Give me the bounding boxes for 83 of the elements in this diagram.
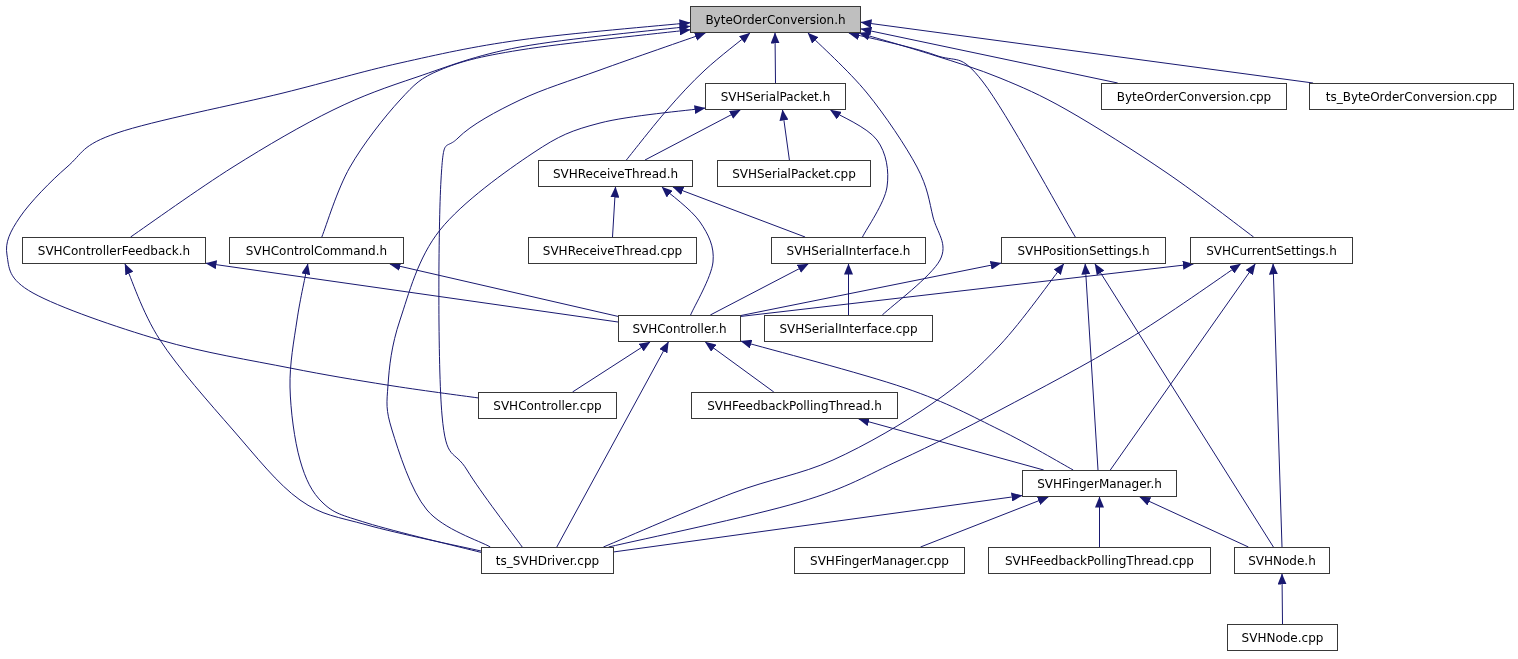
file-name: SVHSerialPacket.h (720, 89, 831, 104)
file-name: SVHNode.cpp (1241, 630, 1324, 645)
include-arrow (807, 32, 944, 316)
file-name: SVHFeedbackPollingThread.cpp (1005, 553, 1194, 568)
file-node (988, 547, 1211, 574)
file-name: SVHFeedbackPollingThread.h (707, 398, 882, 413)
include-arrow (608, 263, 1241, 548)
include-arrow (6, 19, 691, 399)
file-name: SVHCurrentSettings.h (1206, 243, 1337, 258)
include-arrow (572, 341, 651, 393)
file-node (771, 237, 926, 264)
file-name: SVHSerialInterface.h (786, 243, 911, 258)
include-arrow (1109, 263, 1256, 471)
include-arrow (1268, 263, 1283, 548)
file-node (618, 315, 741, 342)
include-arrow (1277, 573, 1287, 625)
include-arrow (830, 109, 889, 238)
include-arrow (602, 263, 1065, 548)
include-arrow (740, 260, 1002, 316)
file-node (1234, 547, 1330, 574)
file-node (717, 160, 871, 187)
file-name: SVHReceiveThread.cpp (542, 243, 683, 258)
include-arrow (130, 23, 691, 238)
file-node (764, 315, 933, 342)
include-arrow (709, 263, 809, 316)
file-node (1022, 470, 1177, 497)
include-arrow (779, 109, 790, 161)
include-arrow (770, 32, 780, 84)
include-arrow (1094, 263, 1274, 548)
file-node (1190, 237, 1353, 264)
include-arrow (848, 31, 1076, 238)
file-node (229, 237, 404, 264)
include-arrow (644, 109, 741, 161)
include-arrow (740, 260, 1194, 317)
file-node (1001, 237, 1166, 264)
file-node (538, 160, 693, 187)
file-name: ByteOrderConversion.cpp (1116, 89, 1272, 104)
include-arrow (920, 496, 1049, 548)
file-node (478, 392, 617, 419)
file-node (1227, 624, 1338, 651)
include-arrow (289, 263, 482, 553)
file-node (705, 83, 846, 110)
file-node (481, 547, 614, 574)
file-node (690, 6, 861, 33)
file-name: SVHNode.h (1248, 553, 1316, 568)
include-arrow (704, 341, 775, 393)
include-arrow (740, 339, 1074, 471)
file-node (22, 237, 206, 264)
include-arrow (124, 263, 482, 552)
include-arrow (321, 26, 691, 238)
file-name: SVHController.cpp (493, 398, 602, 413)
file-name: SVHReceiveThread.h (552, 166, 679, 181)
file-name: ts_SVHDriver.cpp (495, 553, 600, 568)
file-name: ts_ByteOrderConversion.cpp (1325, 89, 1498, 104)
include-arrow (1081, 263, 1099, 471)
file-name: SVHController.h (632, 321, 727, 336)
file-name: SVHFingerManager.cpp (810, 553, 949, 568)
include-arrow (672, 186, 806, 238)
include-arrow (613, 492, 1023, 553)
include-arrow (205, 260, 619, 323)
include-arrow (386, 105, 706, 548)
include-arrow (858, 417, 1045, 471)
file-name: SVHControlCommand.h (245, 243, 388, 258)
file-node (1309, 83, 1514, 110)
include-arrow (610, 186, 620, 238)
include-arrow (438, 32, 706, 548)
include-arrow (1139, 496, 1249, 548)
file-node (528, 237, 697, 264)
include-arrow (1095, 496, 1104, 548)
include-arrow (625, 32, 751, 161)
include-arrow (661, 186, 714, 316)
include-arrow (844, 263, 853, 316)
file-name: SVHSerialPacket.cpp (732, 166, 856, 181)
include-arrow (556, 341, 669, 548)
file-name: SVHControllerFeedback.h (37, 243, 191, 258)
include-arrow (858, 31, 1255, 238)
file-node (794, 547, 965, 574)
file-node (691, 392, 898, 419)
file-node (1101, 83, 1287, 110)
file-name: ByteOrderConversion.h (705, 12, 846, 27)
file-name: SVHSerialInterface.cpp (779, 321, 918, 336)
file-name: SVHPositionSettings.h (1017, 243, 1150, 258)
file-name: SVHFingerManager.h (1037, 476, 1162, 491)
